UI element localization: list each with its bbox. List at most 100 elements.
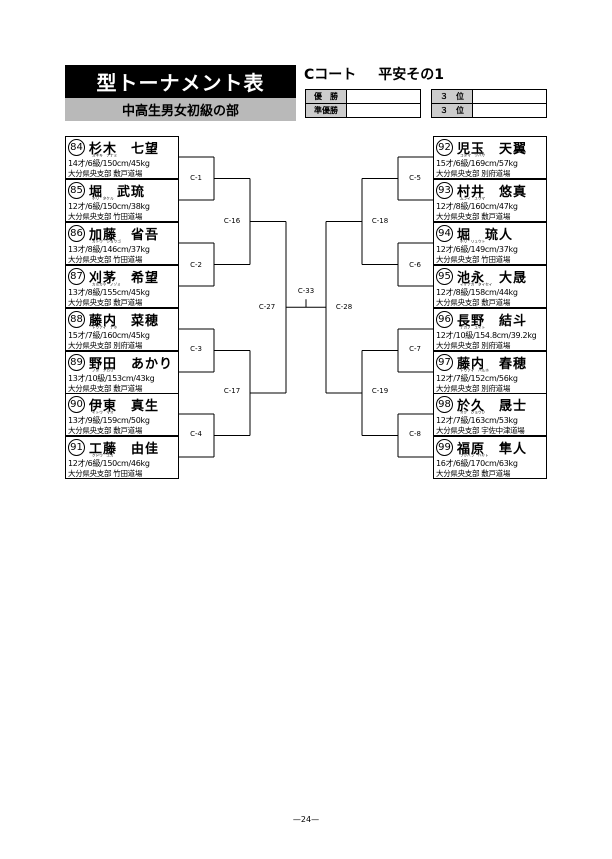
match-label: C-8 [408,430,422,438]
player-number: 90 [68,396,85,413]
match-label: C-5 [408,174,422,182]
player-name-kana: フクハラ ハヤト [460,453,489,458]
player-name-kana: カトウ ショウゴ [92,239,121,244]
player-number: 87 [68,268,85,285]
player-stats: 12才/6級/150cm/46kg [68,459,150,468]
page-title: 型トーナメント表 [65,65,296,98]
results-table-right: ３ 位 ３ 位 [431,89,547,118]
player-stats: 12才/8級/160cm/47kg [436,202,518,211]
match-label: C-2 [189,261,203,269]
player-dojo: 大分県央支部 敷戸道場 [436,298,511,307]
player-stats: 14才/6級/150cm/45kg [68,159,150,168]
match-label: C-16 [222,217,242,225]
player-name: 池永 大晟 [457,271,528,286]
player-dojo: 大分県央支部 敷戸道場 [436,212,511,221]
player-stats: 13才/9級/159cm/50kg [68,416,150,425]
player-number: 88 [68,311,85,328]
match-label: C-28 [334,303,354,311]
player-name: 於久 晟士 [457,399,528,414]
player-dojo: 大分県央支部 竹田道場 [68,255,143,264]
player-name-kana: ホリ タケル [92,196,114,201]
player-dojo: 大分県央支部 敷戸道場 [68,169,143,178]
player-name-kana: ムライ ユウマ [460,196,486,201]
player-number: 84 [68,139,85,156]
player-name: 藤内 春穂 [457,357,528,372]
player-name: 伊東 真生 [89,399,160,414]
match-label: C-3 [189,345,203,353]
player-number: 86 [68,225,85,242]
player-number: 94 [436,225,453,242]
player-stats: 12才/6級/150cm/38kg [68,202,150,211]
page-number: —24— [292,815,320,824]
third-field-2 [472,103,547,118]
player-name-kana: オク ジョウジ [460,410,486,415]
player-name-kana: イトウ マオ [92,410,114,415]
match-label: C-4 [189,430,203,438]
division-subtitle: 中高生男女初級の部 [65,98,296,121]
player-dojo: 大分県央支部 竹田道場 [68,469,143,478]
third-label-1: ３ 位 [431,89,473,104]
player-dojo: 大分県央支部 別府道場 [436,169,511,178]
player-dojo: 大分県央支部 敷戸道場 [68,426,143,435]
player-stats: 13才/8級/155cm/45kg [68,288,150,297]
player-stats: 12才/7級/152cm/56kg [436,374,518,383]
player-stats: 12才/7級/163cm/53kg [436,416,518,425]
player-stats: 12才/8級/158cm/44kg [436,288,518,297]
player-dojo: 大分県央支部 竹田道場 [436,255,511,264]
player-number: 97 [436,354,453,371]
player-stats: 16才/6級/170cm/63kg [436,459,518,468]
player-stats: 13才/8級/146cm/37kg [68,245,150,254]
player-name-kana: トウナイ ナホ [92,325,118,330]
player-dojo: 大分県央支部 敷戸道場 [436,469,511,478]
match-label: C-19 [370,387,390,395]
player-name-kana: イケナガ タイセイ [460,282,493,287]
player-stats: 12才/10級/154.8cm/39.2kg [436,331,537,340]
player-name: 児玉 天翼 [457,142,528,157]
player-name: 野田 あかり [89,357,174,372]
match-label: C-18 [370,217,390,225]
player-name: 村井 悠真 [457,185,528,200]
player-name-kana: ノダ アカリ [92,368,114,373]
player-name: 加藤 省吾 [89,228,160,243]
player-number: 85 [68,182,85,199]
player-name: 長野 結斗 [457,314,528,329]
match-label: C-33 [296,287,316,295]
player-name-kana: カルカヤ ノゾミ [92,282,121,287]
player-dojo: 大分県央支部 敷戸道場 [68,298,143,307]
winner-label: 優 勝 [305,89,347,104]
match-label: C-6 [408,261,422,269]
player-name-kana: ナガノ ユイト [460,325,486,330]
results-table-left: 優 勝 準優勝 [305,89,421,118]
court-heading: Cコート 平安その1 [304,64,466,84]
player-stats: 15才/7級/160cm/45kg [68,331,150,340]
player-name: 福原 隼人 [457,442,528,457]
player-name: 杉木 七望 [89,142,160,157]
kata-name: 平安その1 [378,67,445,83]
player-dojo: 大分県央支部 別府道場 [68,341,143,350]
player-name: 藤内 菜穂 [89,314,160,329]
player-name: 堀 琉人 [457,228,514,243]
player-dojo: 大分県央支部 別府道場 [436,384,511,393]
player-number: 95 [436,268,453,285]
match-label: C-27 [257,303,277,311]
player-name-kana: トウナイ ハルホ [460,368,489,373]
court-name: Cコート [304,67,357,83]
player-name: 刈茅 希望 [89,271,160,286]
player-name-kana: コダマ ツバサ [460,153,486,158]
player-stats: 12才/6級/149cm/37kg [436,245,518,254]
player-number: 98 [436,396,453,413]
